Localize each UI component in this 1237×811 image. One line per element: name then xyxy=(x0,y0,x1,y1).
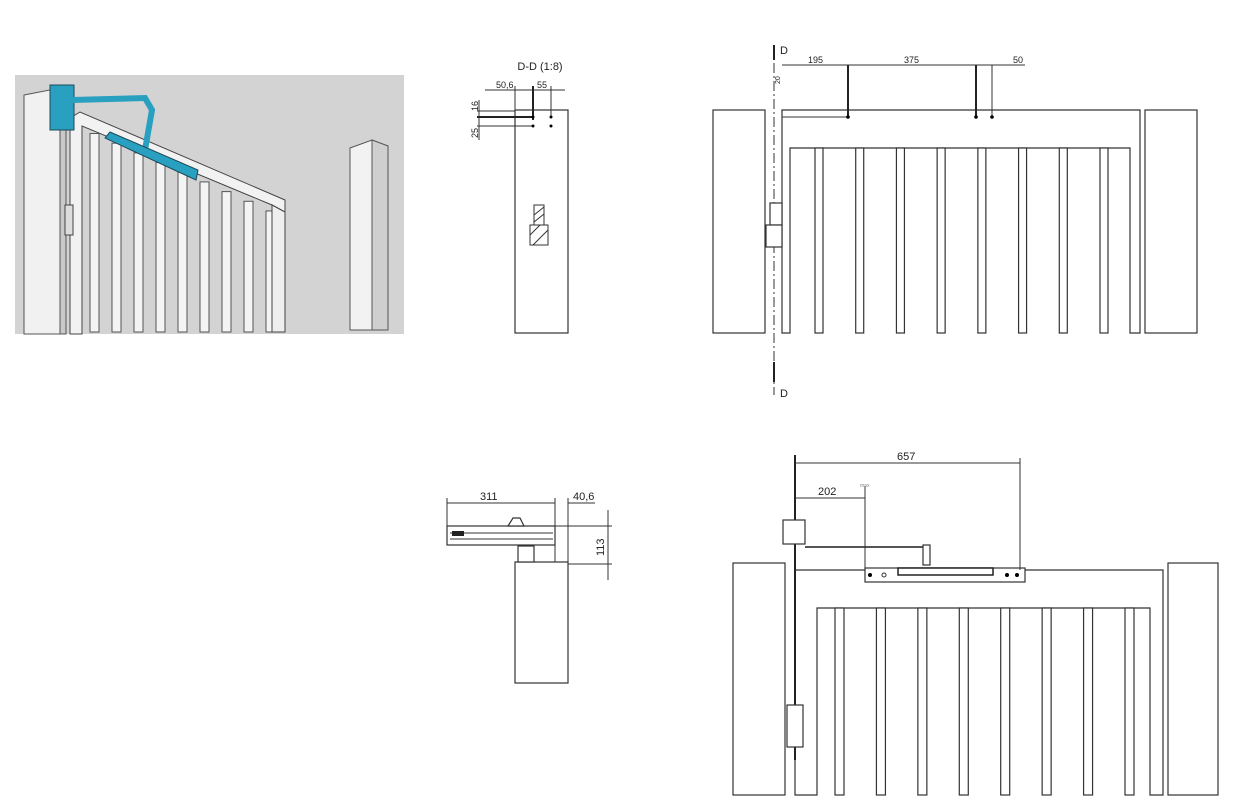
front-view-top: D D 195 375 50 20 xyxy=(712,45,1198,400)
gate-bar xyxy=(89,133,100,333)
gate-bar xyxy=(177,171,188,333)
gate-bar xyxy=(855,147,865,334)
left-post xyxy=(732,562,786,796)
gate-bar xyxy=(1041,607,1052,796)
front-view-bottom: 657 202 max xyxy=(732,451,1219,796)
dim-375: 375 xyxy=(904,55,919,65)
gate-bar xyxy=(875,607,887,796)
gate-bar xyxy=(1058,147,1068,334)
hinge xyxy=(64,204,74,236)
right-post xyxy=(1144,109,1198,334)
gate-frame xyxy=(781,109,1141,334)
gate-bars xyxy=(89,133,276,333)
right-post xyxy=(1167,562,1219,796)
gate-bar xyxy=(834,607,845,796)
gate-bar xyxy=(814,147,824,334)
dim-55: 55 xyxy=(537,80,547,90)
gate-bar xyxy=(111,142,122,333)
hinge xyxy=(769,202,783,226)
gate-bar xyxy=(221,191,232,333)
dim-50: 50 xyxy=(1013,55,1023,65)
section-view-dd: D-D (1:8) 50,6 55 16 25 xyxy=(470,61,569,334)
gate-illustration xyxy=(15,75,404,335)
dim-note-max: max xyxy=(860,483,870,489)
door-closer-blue xyxy=(49,84,199,181)
section-marker-bottom: D xyxy=(780,388,788,400)
dim-20: 20 xyxy=(775,76,782,84)
dim-113: 113 xyxy=(595,538,607,556)
dim-311: 311 xyxy=(480,491,498,503)
dim-657: 657 xyxy=(897,451,915,463)
gate-bar xyxy=(199,181,210,333)
gate-bar xyxy=(243,200,254,333)
dim-16: 16 xyxy=(470,101,480,111)
gate-bar xyxy=(977,147,987,334)
gate-bar xyxy=(1099,147,1109,334)
dim-25: 25 xyxy=(470,128,480,138)
gate-bar xyxy=(133,152,144,333)
gate-bar xyxy=(155,162,166,333)
hinge xyxy=(786,704,804,748)
dim-195: 195 xyxy=(808,55,823,65)
dim-50-6: 50,6 xyxy=(496,80,514,90)
section-marker-top: D xyxy=(780,45,788,57)
dim-202: 202 xyxy=(818,486,836,498)
gate-bar xyxy=(1082,607,1094,796)
post xyxy=(514,561,569,684)
dim-40-6: 40,6 xyxy=(573,491,594,503)
closer-body xyxy=(782,519,806,545)
left-post xyxy=(712,109,766,334)
closer-top-view: 311 40,6 113 xyxy=(446,491,612,684)
gate-bar xyxy=(958,607,969,796)
gate-bar xyxy=(936,147,946,334)
gate-frame xyxy=(794,569,1164,796)
gate-bar xyxy=(917,607,928,796)
gate-bar xyxy=(1017,147,1028,334)
section-title: D-D (1:8) xyxy=(517,61,562,73)
gate-bar xyxy=(1124,607,1135,796)
gate-bar xyxy=(1000,607,1011,796)
gate-bar xyxy=(895,147,906,334)
